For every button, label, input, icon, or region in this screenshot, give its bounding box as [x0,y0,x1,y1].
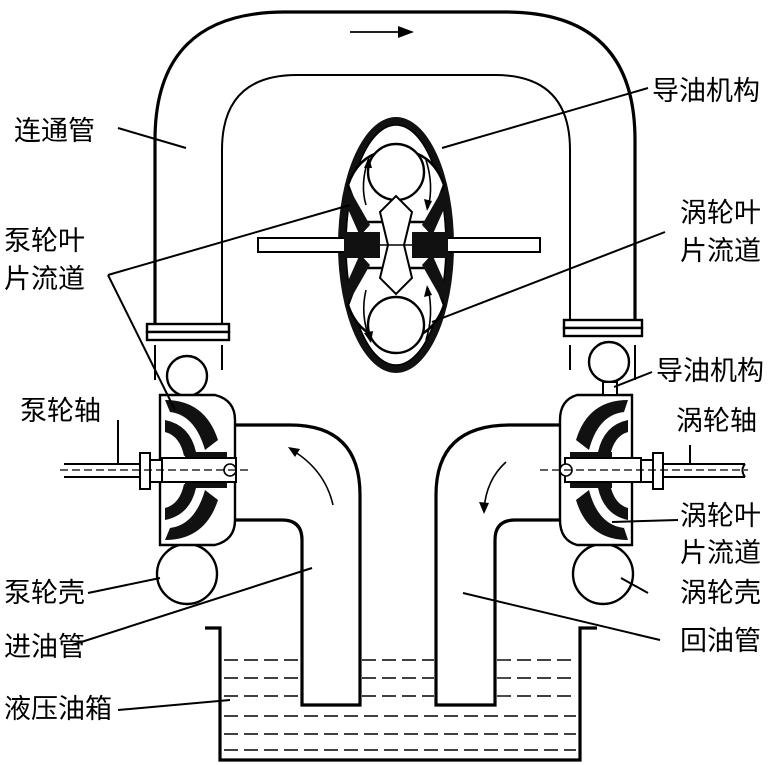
label-turbine-blade-channel-top-line1: 涡轮叶 [680,198,761,229]
label-pump-blade-channel-line2: 片流道 [4,264,85,295]
hydraulic-tank [205,626,597,762]
label-pump-blade-channel-line1: 泵轮叶 [4,226,85,257]
label-turbine-blade-channel-bottom-line2: 片流道 [680,538,761,569]
labels: 连通管 导油机构 泵轮叶 片流道 涡轮叶 片流道 导油机构 泵轮轴 涡轮轴 涡轮… [4,76,764,725]
pump-assembly [60,354,250,606]
turbine-upper-torus [587,340,631,384]
label-inlet-pipe: 进油管 [4,632,85,663]
turbine-assembly [540,340,748,606]
label-hydraulic-tank: 液压油箱 [4,694,112,725]
label-turbine-housing: 涡轮壳 [680,578,761,609]
label-pump-shaft: 泵轮轴 [20,396,101,427]
label-return-pipe: 回油管 [680,626,761,657]
pump-upper-torus [165,354,209,398]
label-oil-guide-top: 导油机构 [652,76,760,107]
label-turbine-blade-channel-top-line2: 片流道 [680,236,761,267]
connecting-pipe [153,10,637,380]
oil-level-lines [224,659,576,751]
pump-housing-shape [155,542,219,606]
central-shaft [257,232,541,258]
label-oil-guide-right: 导油机构 [656,356,764,387]
label-pump-housing: 泵轮壳 [4,578,85,609]
label-turbine-blade-channel-bottom-line1: 涡轮叶 [680,501,761,532]
pipe-flange-right [562,318,644,338]
flow-arrow-top [350,26,414,38]
leader-lines [71,87,691,711]
return-pipe [434,423,560,707]
turbine-housing-shape [571,542,635,606]
label-turbine-shaft: 涡轮轴 [676,406,757,437]
inlet-pipe [235,423,362,707]
label-connecting-pipe: 连通管 [14,116,95,147]
pipe-flange-left [145,322,231,342]
